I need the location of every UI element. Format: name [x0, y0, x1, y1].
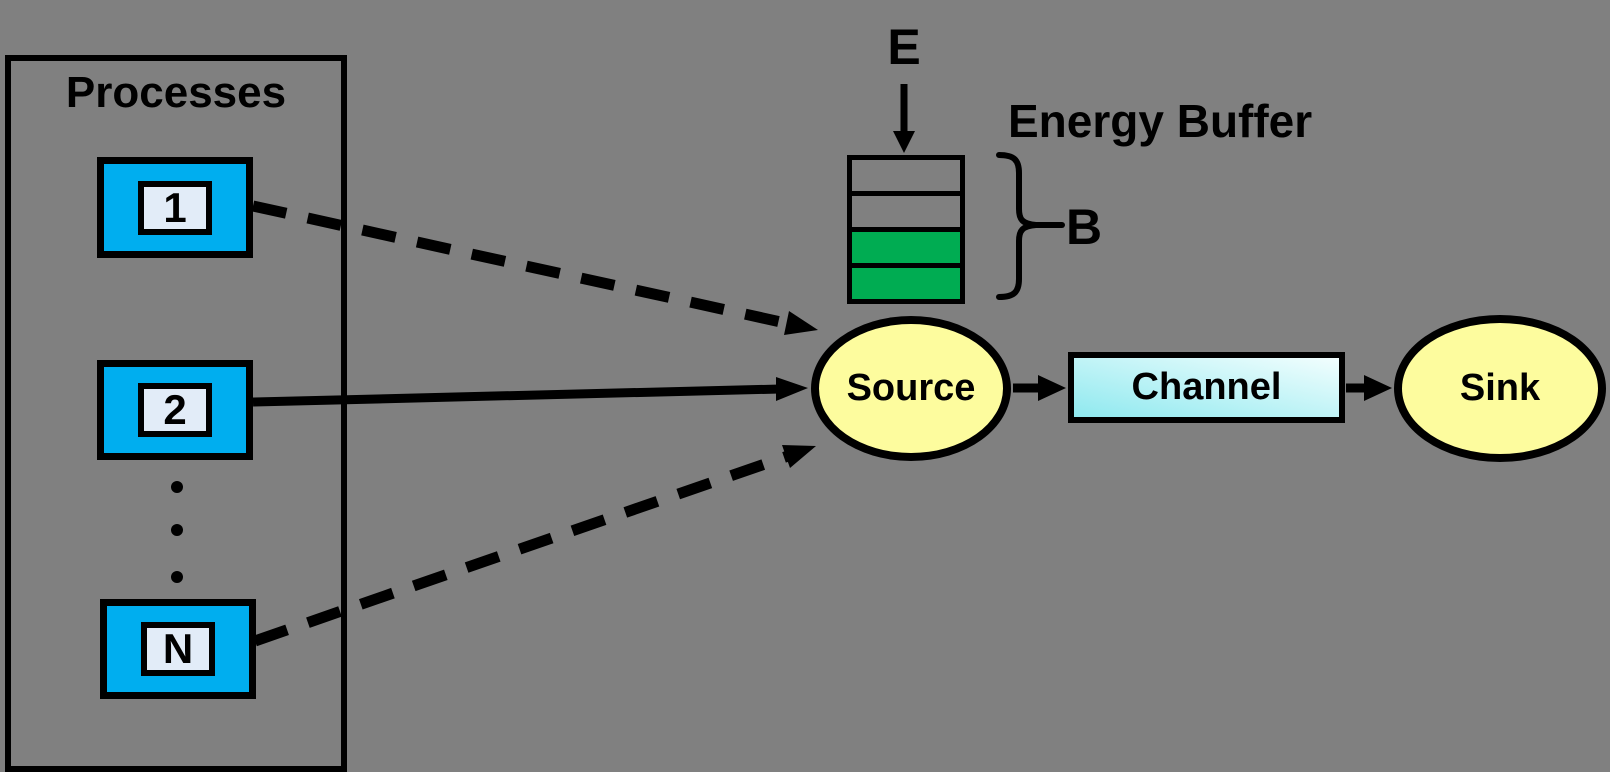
buffer-cell-2	[847, 191, 965, 232]
sink-node: Sink	[1394, 315, 1606, 462]
ellipsis-dot	[171, 571, 183, 583]
process-box-1: 1	[97, 157, 253, 258]
arrow-energy-buffer	[893, 84, 915, 153]
processes-title: Processes	[65, 68, 287, 117]
source-label: Source	[846, 367, 976, 409]
process-label-N: N	[141, 622, 215, 676]
ellipsis-dot	[171, 481, 183, 493]
process-label-1: 1	[138, 180, 212, 235]
buffer-size-label: B	[1066, 199, 1103, 255]
processes-panel	[5, 55, 347, 772]
sink-label: Sink	[1459, 367, 1541, 409]
process-box-N: N	[100, 599, 256, 699]
buffer-cell-3	[847, 227, 965, 268]
arrow-source-channel	[1013, 375, 1066, 401]
process-label-2: 2	[138, 383, 212, 437]
channel-label: Channel	[1131, 366, 1282, 408]
buffer-size-brace	[996, 152, 1065, 300]
buffer-cell-4	[847, 263, 965, 304]
energy-buffer-title: Energy Buffer	[1008, 95, 1313, 147]
source-node: Source	[811, 316, 1011, 461]
arrow-channel-sink	[1346, 375, 1392, 401]
channel-node: Channel	[1068, 352, 1345, 423]
process-box-2: 2	[97, 360, 253, 460]
energy-input-label: E	[887, 19, 921, 75]
ellipsis-dot	[171, 524, 183, 536]
buffer-cell-1	[847, 155, 965, 196]
energy-buffer-stack	[847, 155, 965, 304]
